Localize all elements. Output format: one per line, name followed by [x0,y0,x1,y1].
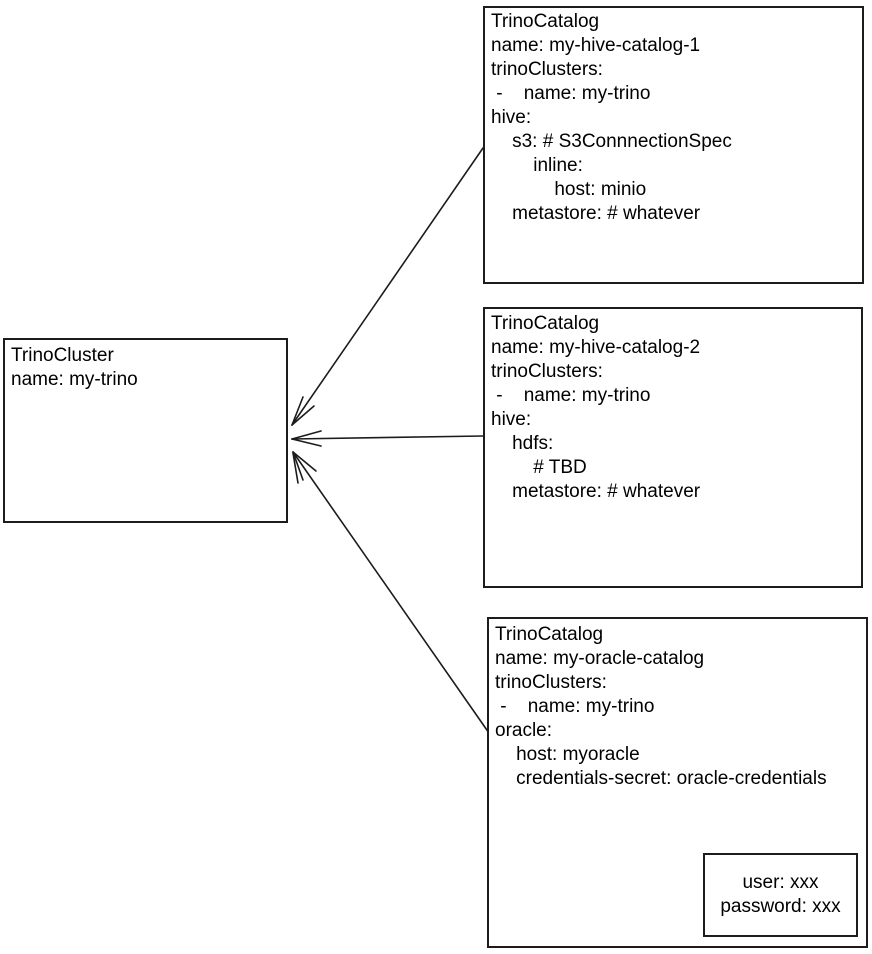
box-title: TrinoCatalog [491,313,600,334]
yaml-line: trinoClusters: [491,361,603,382]
yaml-line: metastore: # whatever [491,481,701,502]
connector-catalog2-to-cluster [291,430,484,447]
yaml-line: hdfs: [491,433,554,454]
trino-catalog-2-box: TrinoCatalog name: my-hive-catalog-2 tri… [483,307,863,588]
yaml-line: credentials-secret: oracle-credentials [495,768,827,789]
yaml-line: - name: my-trino [495,696,655,717]
connector-catalog3-to-cluster [292,451,490,734]
yaml-line: trinoClusters: [495,672,607,693]
yaml-line: s3: # S3ConnnectionSpec [491,131,732,152]
box-title: TrinoCluster [11,345,114,366]
yaml-line: name: my-trino [11,369,138,390]
yaml-line: metastore: # whatever [491,203,701,224]
yaml-line: hive: [491,409,532,430]
yaml-line: host: myoracle [495,744,640,765]
yaml-line: oracle: [495,720,553,741]
yaml-line: name: my-hive-catalog-1 [491,35,701,56]
yaml-line: host: minio [491,179,647,200]
yaml-line: name: my-oracle-catalog [495,648,705,669]
box-title: TrinoCatalog [495,624,604,645]
trino-catalog-3-box: TrinoCatalog name: my-oracle-catalog tri… [487,617,868,948]
oracle-secret-box: user: xxx password: xxx [703,853,858,937]
secret-user-line: user: xxx [742,872,819,893]
yaml-line: inline: [491,155,583,176]
yaml-line: - name: my-trino [491,385,651,406]
trino-cluster-box: TrinoCluster name: my-trino [3,338,288,523]
yaml-line: trinoClusters: [491,59,603,80]
yaml-line: - name: my-trino [491,83,651,104]
yaml-line: # TBD [491,457,587,478]
yaml-line: name: my-hive-catalog-2 [491,337,701,358]
trino-catalog-1-box: TrinoCatalog name: my-hive-catalog-1 tri… [483,6,864,284]
secret-password-line: password: xxx [720,896,841,917]
box-title: TrinoCatalog [491,11,600,32]
yaml-line: hive: [491,107,532,128]
connector-catalog1-to-cluster [291,147,484,426]
